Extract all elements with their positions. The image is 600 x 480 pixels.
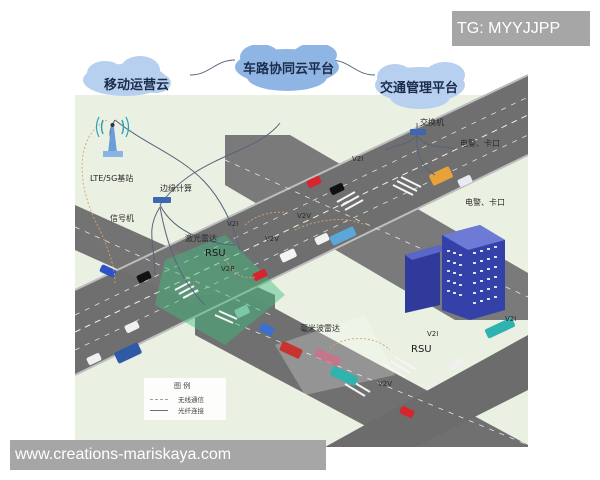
label-v2i-mid: V2I bbox=[427, 330, 439, 338]
cloud-label-mobile-operator: 移动运营云 bbox=[104, 78, 170, 93]
wireless-links bbox=[81, 119, 391, 351]
watermark-bottom-left: www.creations-mariskaya.com bbox=[10, 440, 326, 470]
solid-line-icon bbox=[150, 409, 168, 411]
road-scene bbox=[75, 59, 528, 447]
label-lidar: 激光雷达 bbox=[185, 234, 217, 243]
lidar-detection-zone bbox=[155, 235, 285, 345]
label-rsu-right: RSU bbox=[411, 344, 432, 355]
clouds bbox=[83, 45, 465, 109]
office-buildings bbox=[405, 225, 505, 320]
v2x-diagram: 移动运营云 车路协同云平台 交通管理平台 LTE/5G基站 边缘计算 信号机 激… bbox=[75, 45, 528, 447]
switch-device bbox=[410, 129, 426, 135]
legend-item-wireless: 无线通信 bbox=[150, 394, 204, 404]
legend-item-fiber: 光纤连接 bbox=[150, 405, 204, 415]
label-v2v-1: V2V bbox=[265, 235, 280, 243]
label-rsu-left: RSU bbox=[205, 248, 226, 259]
label-v2i-1: V2I bbox=[227, 220, 239, 228]
label-base-station: LTE/5G基站 bbox=[90, 174, 134, 183]
label-e-police-right: 电警、卡口 bbox=[465, 198, 505, 207]
watermark-top-right: TG: MYYJJPP bbox=[452, 11, 590, 46]
cloud-vehicle-road-platform bbox=[235, 45, 339, 91]
label-e-police-top: 电警、卡口 bbox=[460, 139, 500, 148]
cloud-label-traffic-management: 交通管理平台 bbox=[380, 81, 459, 96]
cloud-traffic-management bbox=[375, 62, 465, 109]
radar-detection-zone bbox=[275, 315, 395, 395]
legend-label-wireless: 无线通信 bbox=[178, 396, 204, 404]
cloud-mobile-operator bbox=[83, 56, 171, 96]
dashed-line-icon bbox=[150, 398, 168, 400]
label-v2v-bottom: V2V bbox=[378, 380, 393, 388]
lte-5g-tower bbox=[95, 116, 130, 157]
label-signal-controller: 信号机 bbox=[110, 214, 134, 223]
label-v2i-top: V2I bbox=[352, 155, 364, 163]
legend: 图 例 无线通信 光纤连接 bbox=[144, 378, 226, 420]
fiber-links bbox=[109, 59, 456, 306]
edge-computing-device bbox=[153, 197, 171, 203]
label-edge-computing: 边缘计算 bbox=[160, 184, 192, 193]
label-v2i-right: V2I bbox=[505, 315, 517, 323]
label-v2p: V2P bbox=[221, 265, 235, 273]
roads bbox=[75, 74, 528, 447]
legend-label-fiber: 光纤连接 bbox=[178, 407, 204, 415]
label-switch: 交换机 bbox=[420, 118, 444, 127]
crosswalks bbox=[174, 176, 422, 397]
label-v2v-2: V2V bbox=[297, 212, 312, 220]
legend-title: 图 例 bbox=[174, 382, 191, 390]
label-mmwave-radar: 毫米波雷达 bbox=[300, 324, 340, 333]
vehicles bbox=[86, 166, 516, 418]
cloud-label-vehicle-road-platform: 车路协同云平台 bbox=[243, 62, 335, 77]
